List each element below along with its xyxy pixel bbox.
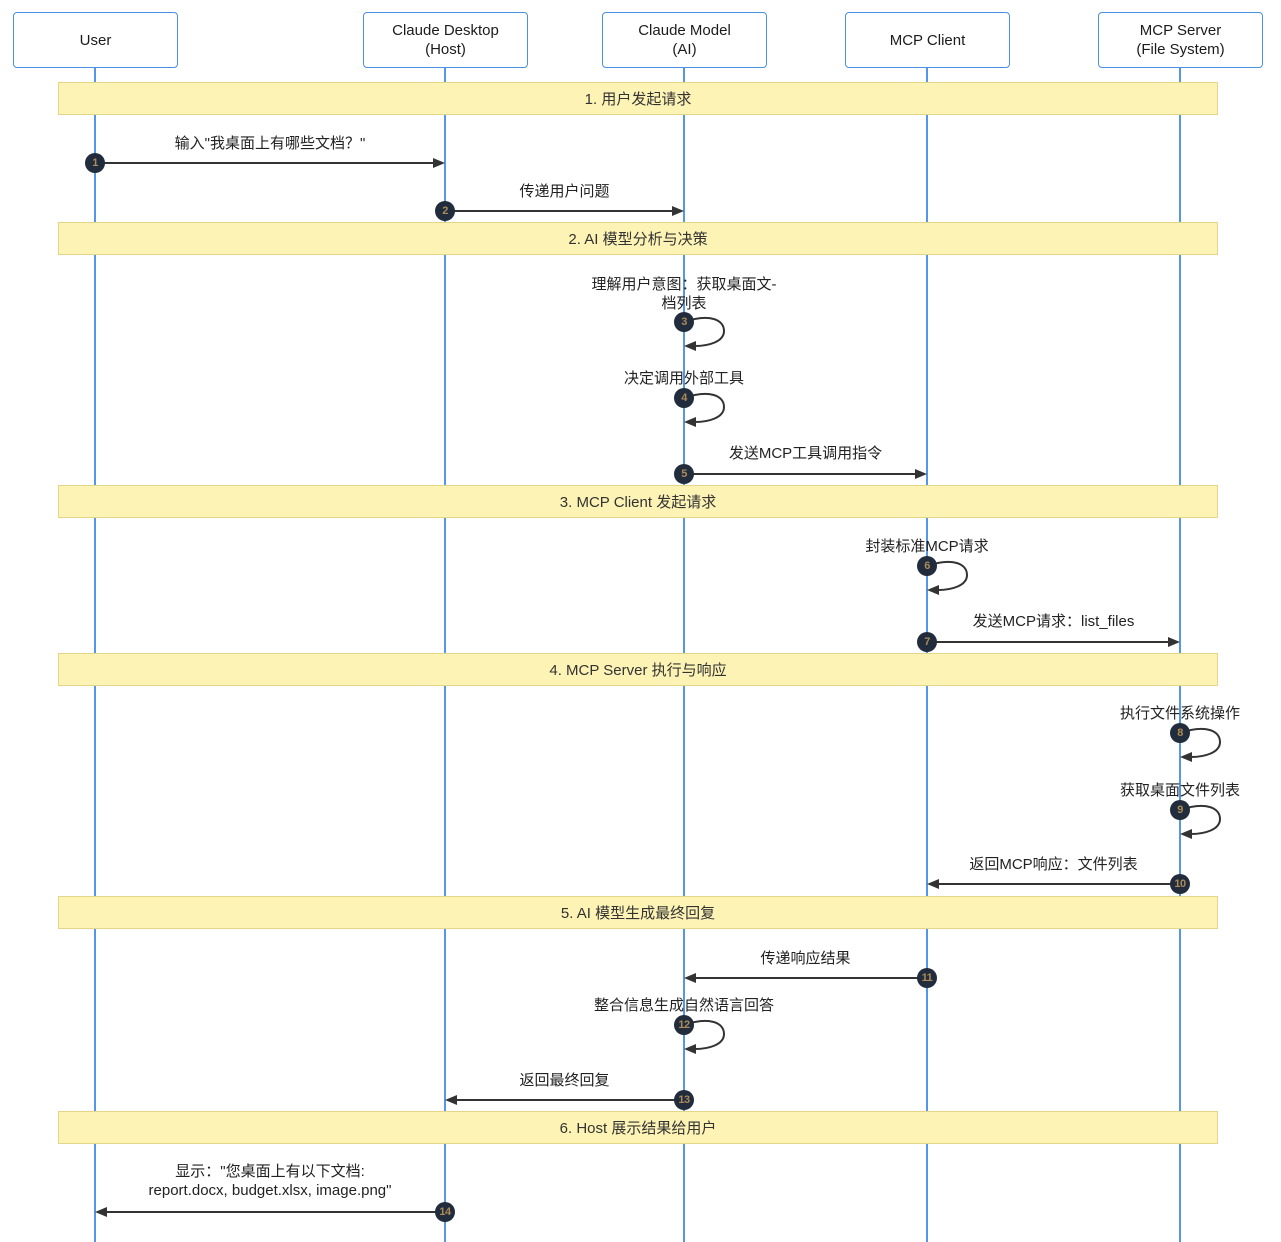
- participant-name: Claude Desktop: [392, 22, 499, 39]
- phase-band-6: 6. Host 展示结果给用户: [58, 1111, 1218, 1144]
- self-loop-arrow: [1180, 727, 1222, 762]
- self-loop-arrow: [1180, 804, 1222, 839]
- arrowhead-left-icon: [927, 879, 939, 889]
- message-8-number: 8: [1170, 723, 1190, 743]
- message-12-number: 12: [674, 1015, 694, 1035]
- phase-band-4: 4. MCP Server 执行与响应: [58, 653, 1218, 686]
- arrowhead-right-icon: [433, 158, 445, 168]
- phase-band-1: 1. 用户发起请求: [58, 82, 1218, 115]
- message-10-arrow: [939, 883, 1180, 885]
- message-4-label: 决定调用外部工具: [623, 370, 744, 387]
- participant-name: MCP Server: [1139, 22, 1222, 39]
- self-loop-arrow: [684, 1019, 726, 1054]
- participant-box-claude-desktop: Claude Desktop (Host): [363, 12, 528, 68]
- message-5-label: 发送MCP工具调用指令: [728, 445, 883, 462]
- message-7-label: 发送MCP请求：list_files: [972, 613, 1135, 630]
- phase-band-2: 2. AI 模型分析与决策: [58, 222, 1218, 255]
- participant-name: MCP Client: [889, 31, 966, 49]
- message-10-number: 10: [1170, 874, 1190, 894]
- arrowhead-right-icon: [1168, 637, 1180, 647]
- arrowhead-left-icon: [95, 1207, 107, 1217]
- message-7-arrow: [927, 641, 1168, 643]
- message-11-arrow: [696, 977, 927, 979]
- message-2-arrow: [445, 210, 672, 212]
- participant-sub: (Host): [425, 41, 466, 58]
- message-14-number: 14: [435, 1202, 455, 1222]
- message-1-number: 1: [85, 153, 105, 173]
- participant-sub: (AI): [672, 41, 697, 58]
- message-2-label: 传递用户问题: [519, 183, 610, 200]
- message-2-number: 2: [435, 201, 455, 221]
- message-5-arrow: [684, 473, 915, 475]
- participant-sub: (File System): [1136, 41, 1225, 58]
- participant-box-claude-model: Claude Model (AI): [602, 12, 767, 68]
- message-6-number: 6: [917, 556, 937, 576]
- message-4-number: 4: [674, 388, 694, 408]
- arrowhead-left-icon: [684, 973, 696, 983]
- participant-box-mcp-client: MCP Client: [845, 12, 1010, 68]
- message-12-label: 整合信息生成自然语言回答: [593, 997, 774, 1014]
- phase-band-5: 5. AI 模型生成最终回复: [58, 896, 1218, 929]
- message-3-label: 理解用户意图：获取桌面文- 档列表: [591, 276, 777, 312]
- message-9-number: 9: [1170, 800, 1190, 820]
- message-10-label: 返回MCP响应：文件列表: [969, 856, 1138, 873]
- message-7-number: 7: [917, 632, 937, 652]
- participant-box-user: User: [13, 12, 178, 68]
- self-loop-arrow: [684, 392, 726, 427]
- message-5-number: 5: [674, 464, 694, 484]
- participant-box-mcp-server: MCP Server (File System): [1098, 12, 1263, 68]
- message-6-label: 封装标准MCP请求: [865, 538, 989, 555]
- message-9-label: 获取桌面文件列表: [1119, 782, 1240, 799]
- arrowhead-right-icon: [672, 206, 684, 216]
- arrowhead-right-icon: [915, 469, 927, 479]
- arrowhead-left-icon: [445, 1095, 457, 1105]
- message-1-label: 输入"我桌面上有哪些文档？": [174, 135, 366, 152]
- participant-name: User: [79, 31, 112, 49]
- message-14-label: 显示："您桌面上有以下文档: report.docx, budget.xlsx,…: [148, 1163, 392, 1199]
- message-1-arrow: [95, 162, 433, 164]
- message-11-number: 11: [917, 968, 937, 988]
- message-13-number: 13: [674, 1090, 694, 1110]
- message-8-label: 执行文件系统操作: [1119, 705, 1240, 722]
- message-13-label: 返回最终回复: [519, 1072, 610, 1089]
- message-3-number: 3: [674, 312, 694, 332]
- self-loop-arrow: [927, 560, 969, 595]
- self-loop-arrow: [684, 316, 726, 351]
- participant-name: Claude Model: [638, 22, 731, 39]
- message-13-arrow: [457, 1099, 684, 1101]
- message-11-label: 传递响应结果: [760, 950, 851, 967]
- phase-band-3: 3. MCP Client 发起请求: [58, 485, 1218, 518]
- message-14-arrow: [107, 1211, 445, 1213]
